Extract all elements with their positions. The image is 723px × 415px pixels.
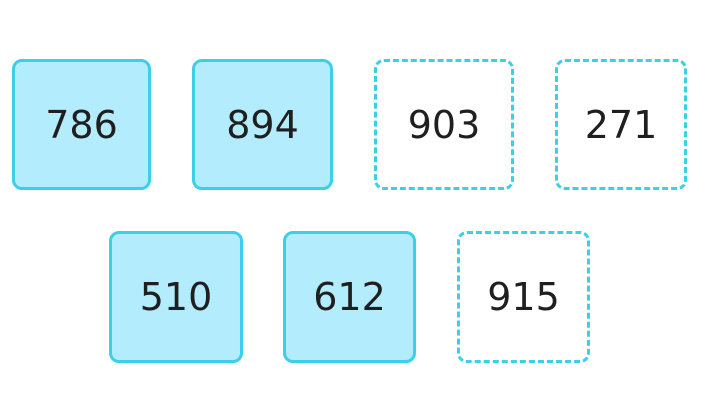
number-tile-894[interactable]: 894	[192, 59, 333, 190]
number-tile-271[interactable]: 271	[555, 59, 687, 190]
number-tile-786[interactable]: 786	[12, 59, 151, 190]
number-tile-915[interactable]: 915	[457, 231, 590, 363]
number-tile-612[interactable]: 612	[283, 231, 416, 363]
number-tile-903[interactable]: 903	[374, 59, 514, 190]
number-tile-510[interactable]: 510	[109, 231, 243, 363]
